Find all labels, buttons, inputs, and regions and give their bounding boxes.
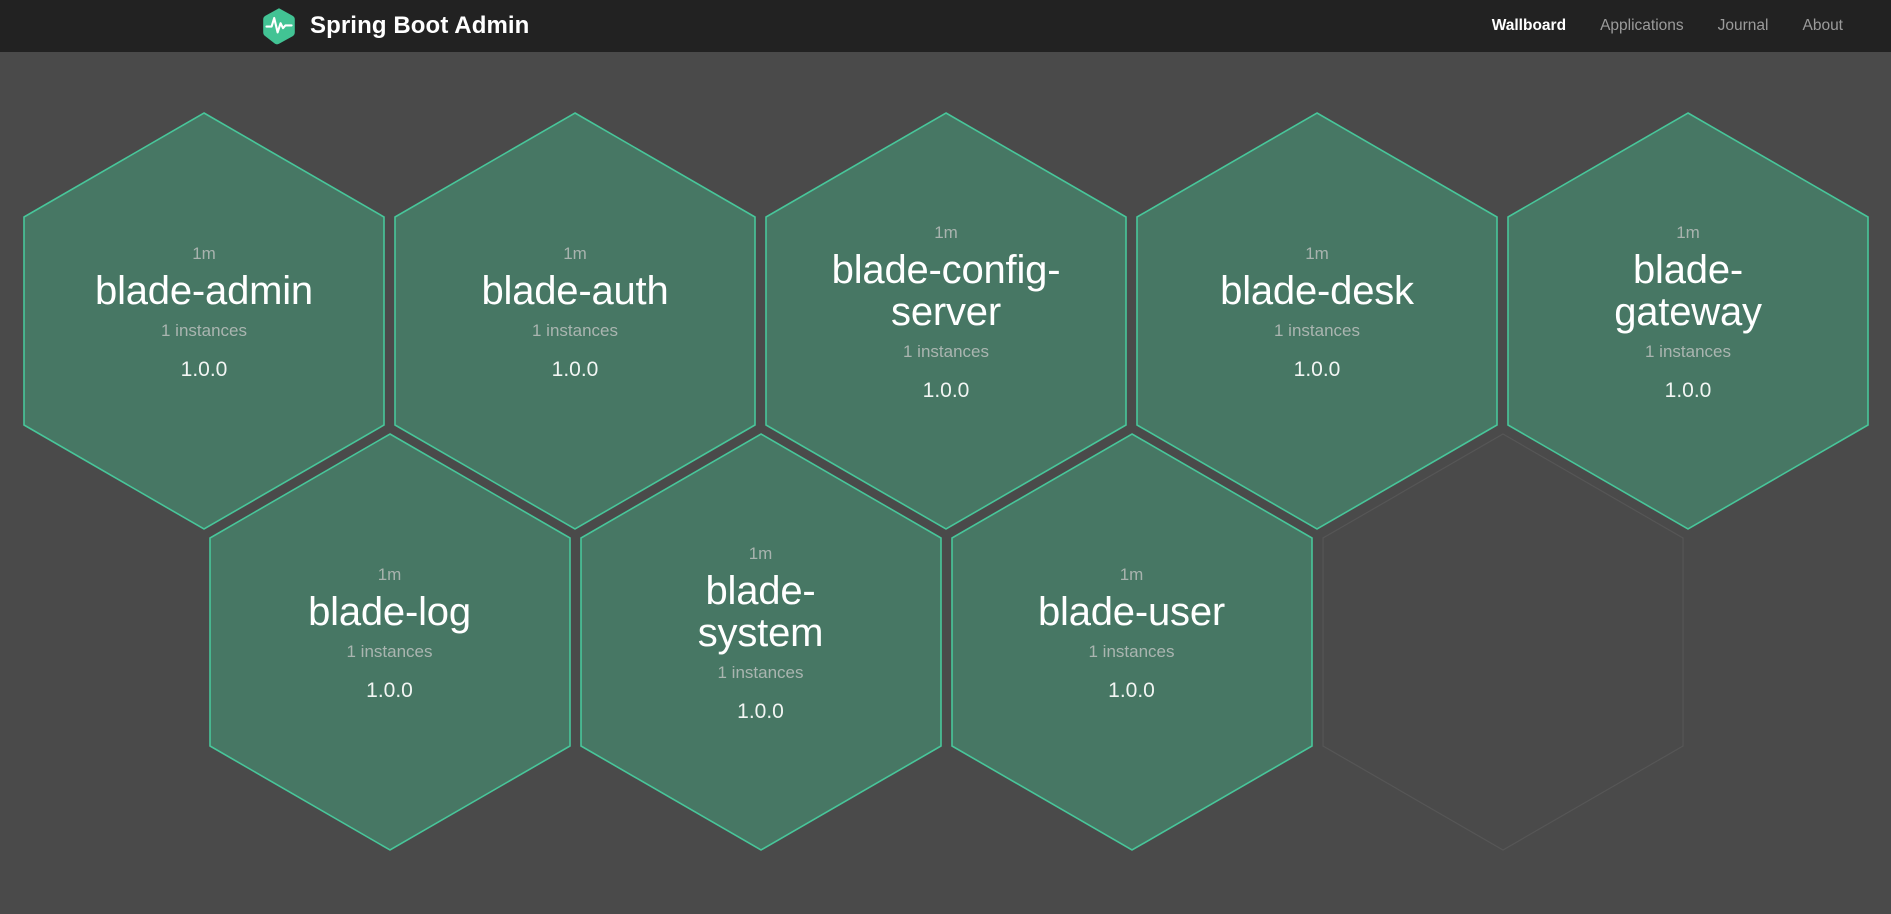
application-hexagon-placeholder (1319, 430, 1687, 854)
hexagon-shape (765, 112, 1127, 530)
main-nav: Wallboard Applications Journal About (1492, 17, 1843, 35)
hexagon-shape (1321, 433, 1684, 851)
hexagon-shape (579, 433, 942, 851)
top-navbar: Spring Boot Admin Wallboard Applications… (0, 0, 1891, 52)
heartbeat-hexagon-logo-icon (258, 5, 300, 47)
nav-item-journal[interactable]: Journal (1717, 17, 1769, 34)
nav-item-applications[interactable]: Applications (1600, 17, 1684, 34)
hexagon-shape (1507, 112, 1869, 530)
hexagon-shape (1136, 112, 1498, 530)
nav-item-wallboard[interactable]: Wallboard (1491, 17, 1567, 34)
hexagon-shape (208, 433, 571, 851)
hexagon-shape (394, 112, 756, 530)
app-title: Spring Boot Admin (310, 12, 530, 39)
brand-link[interactable]: Spring Boot Admin (258, 5, 529, 47)
hexagon-shape (950, 433, 1313, 851)
hexagon-shape (23, 112, 385, 530)
nav-item-about[interactable]: About (1802, 17, 1843, 34)
